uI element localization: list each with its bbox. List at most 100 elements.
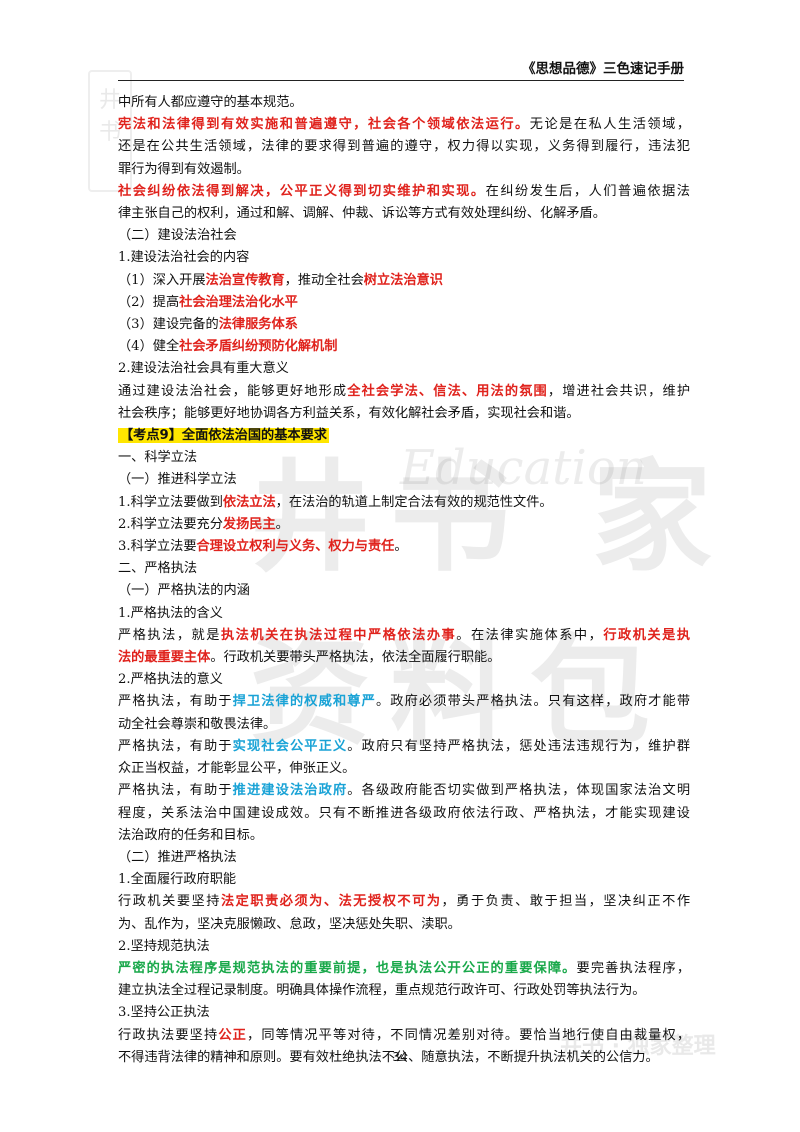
- body-text: 严格执法，就是: [118, 627, 221, 643]
- highlight-text: 发扬民主: [222, 516, 276, 532]
- text-line: 严格执法，就是执法机关在执法过程中严格依法办事。在法律实施体系中，行政机关是执: [118, 625, 690, 647]
- body-text: 中所有人都应遵守的基本规范。: [118, 95, 303, 110]
- text-line: 社会纠纷依法得到解决，公平正义得到切实维护和实现。在纠纷发生后，人们普遍依据法: [118, 181, 690, 203]
- page-header: 《思想品德》三色速记手册: [118, 60, 684, 81]
- highlight-text: 严密的执法程序是规范执法的重要前提，也是执法公开公正的重要保障。: [118, 960, 577, 976]
- text-line: 宪法和法律得到有效实施和普遍遵守，社会各个领域依法运行。无论是在私人生活领域，: [118, 114, 690, 136]
- document-body: 中所有人都应遵守的基本规范。宪法和法律得到有效实施和普遍遵守，社会各个领域依法运…: [118, 92, 690, 1069]
- highlight-text: 行政机关是执: [603, 627, 690, 643]
- body-text: 社会秩序；能够更好地协调各方利益关系，有效化解社会矛盾，实现社会和谐。: [118, 405, 580, 421]
- text-line: 还是在公共生活领域，法律的要求得到普遍的遵守，权力得以实现，义务得到履行，违法犯: [118, 136, 690, 158]
- body-text: 。政府必须带头严格执法。只有这样，政府才能带: [375, 694, 690, 710]
- text-line: 为、乱作为，坚决克服懒政、怠政，坚决惩处失职、渎职。: [118, 914, 690, 936]
- text-line: 【考点9】全面依法治国的基本要求: [118, 425, 690, 447]
- body-text: 不得违背法律的精神和原则。要有效杜绝执法不公、随意执法，不断提升执法机关的公信力…: [118, 1049, 659, 1065]
- highlight-text: 推进建设法治政府: [232, 783, 348, 799]
- body-text: （一）推进科学立法: [118, 472, 237, 488]
- body-text: 无论是在私人生活领域，: [529, 117, 690, 133]
- body-text: 严格执法，有助于: [118, 694, 233, 710]
- highlight-text: 法定职责必须为、法无授权不可为: [220, 894, 442, 910]
- body-text: 1.全面履行政府职能: [118, 872, 237, 888]
- text-line: 行政执法要坚持公正，同等情况平等对待，不同情况差别对待。要恰当地行使自由裁量权，: [118, 1025, 690, 1047]
- text-line: （二）建设法治社会: [118, 225, 690, 247]
- body-text: 在纠纷发生后，人们普遍依据法: [485, 183, 690, 199]
- highlight-text: 公正: [218, 1027, 247, 1043]
- highlight-text: 全社会学法、信法、用法的氛围: [347, 383, 548, 399]
- body-text: （二）推进严格执法: [118, 849, 237, 865]
- text-line: （3）建设完备的法律服务体系: [118, 314, 690, 336]
- body-text: 为、乱作为，坚决克服懒政、怠政，坚决惩处失职、渎职。: [118, 916, 461, 932]
- highlight-text: 执法机关在执法过程中严格依法办事: [220, 627, 457, 643]
- body-text: 众正当权益，才能彰显公平，伸张正义。: [118, 761, 356, 777]
- body-text: 二、严格执法: [118, 561, 198, 577]
- body-text: 。: [275, 516, 289, 532]
- text-line: 行政机关要坚持法定职责必须为、法无授权不可为，勇于负责、敢于担当，坚决纠正不作: [118, 891, 690, 913]
- highlight-text: 社会纠纷依法得到解决，公平正义得到切实维护和实现。: [118, 183, 486, 199]
- body-text: 律主张自己的权利，通过和解、调解、仲裁、诉讼等方式有效处理纠纷、化解矛盾。: [118, 206, 606, 222]
- body-text: ，增进社会共识，维护: [547, 383, 690, 399]
- body-text: 法治政府的任务和目标。: [118, 827, 264, 843]
- body-text: ，勇于负责、敢于担当，坚决纠正不作: [441, 894, 690, 910]
- highlight-text: 依法立法: [222, 494, 276, 510]
- body-text: （2）提高: [118, 294, 180, 310]
- body-text: 。在法律实施体系中，: [456, 627, 604, 643]
- body-text: 2.坚持规范执法: [118, 938, 210, 954]
- text-line: 程度，关系法治中国建设成效。只有不断推进各级政府依法行政、严格执法，才能实现建设: [118, 803, 690, 825]
- text-line: 罪行为得到有效遏制。: [118, 159, 690, 181]
- highlight-text: 法的最重要主体: [118, 650, 211, 666]
- text-line: 2.坚持规范执法: [118, 936, 690, 958]
- logo-watermark-text: 井书: [98, 88, 121, 145]
- text-line: （二）推进严格执法: [118, 847, 690, 869]
- body-text: 行政执法要坚持: [118, 1027, 219, 1043]
- text-line: 法的最重要主体。行政机关要带头严格执法，依法全面履行职能。: [118, 647, 690, 669]
- highlight-text: 法治宣传教育: [205, 272, 285, 288]
- body-text: 。: [394, 539, 408, 555]
- body-text: 建立执法全过程记录制度。明确具体操作流程，重点规范行政许可、行政处罚等执法行为。: [118, 983, 646, 999]
- text-line: （1）深入开展法治宣传教育，推动全社会树立法治意识: [118, 270, 690, 292]
- body-text: 程度，关系法治中国建设成效。只有不断推进各级政府依法行政、严格执法，才能实现建设: [118, 805, 690, 821]
- highlight-text: 宪法和法律得到有效实施和普遍遵守，社会各个领域依法运行。: [118, 117, 530, 133]
- text-line: （2）提高社会治理法治化水平: [118, 292, 690, 314]
- text-line: 严格执法，有助于实现社会公平正义。政府只有坚持严格执法，惩处违法违规行为，维护群: [118, 736, 690, 758]
- text-line: 1.全面履行政府职能: [118, 869, 690, 891]
- text-line: 严密的执法程序是规范执法的重要前提，也是执法公开公正的重要保障。要完善执法程序，: [118, 958, 690, 980]
- text-line: 2.科学立法要充分发扬民主。: [118, 514, 690, 536]
- text-line: 不得违背法律的精神和原则。要有效杜绝执法不公、随意执法，不断提升执法机关的公信力…: [118, 1047, 690, 1069]
- body-text: 2.建设法治社会具有重大意义: [118, 361, 289, 377]
- body-text: 要完善执法程序，: [576, 960, 690, 976]
- text-line: 中所有人都应遵守的基本规范。: [118, 92, 690, 114]
- body-text: 一、科学立法: [118, 450, 198, 466]
- body-text: 动全社会尊崇和敬畏法律。: [118, 716, 277, 732]
- text-line: 通过建设法治社会，能够更好地形成全社会学法、信法、用法的氛围，增进社会共识，维护: [118, 381, 690, 403]
- body-text: 3.坚持公正执法: [118, 1005, 210, 1021]
- body-text: ，推动全社会: [284, 272, 364, 288]
- body-text: ，同等情况平等对待，不同情况差别对待。要恰当地行使自由裁量权，: [246, 1027, 690, 1043]
- body-text: ，在法治的轨道上制定合法有效的规范性文件。: [275, 494, 553, 510]
- body-text: 。行政机关要带头严格执法，依法全面履行职能。: [210, 650, 501, 666]
- body-text: （一）严格执法的内涵: [118, 583, 250, 599]
- text-line: 社会秩序；能够更好地协调各方利益关系，有效化解社会矛盾，实现社会和谐。: [118, 403, 690, 425]
- text-line: 2.建设法治社会具有重大意义: [118, 358, 690, 380]
- text-line: 严格执法，有助于推进建设法治政府。各级政府能否切实做到严格执法，体现国家法治文明: [118, 780, 690, 802]
- logo-watermark: 井书: [88, 70, 132, 192]
- page-number: 34: [392, 1050, 408, 1064]
- text-line: 严格执法，有助于捍卫法律的权威和尊严。政府必须带头严格执法。只有这样，政府才能带: [118, 691, 690, 713]
- text-line: 3.坚持公正执法: [118, 1002, 690, 1024]
- text-line: 1.建设法治社会的内容: [118, 247, 690, 269]
- body-text: 2.严格执法的意义: [118, 672, 223, 688]
- section-heading: 【考点9】全面依法治国的基本要求: [118, 428, 329, 444]
- body-text: 1.建设法治社会的内容: [118, 250, 250, 266]
- text-line: （一）推进科学立法: [118, 469, 690, 491]
- body-text: 1.严格执法的含义: [118, 605, 223, 621]
- body-text: 通过建设法治社会，能够更好地形成: [118, 383, 348, 399]
- body-text: 还是在公共生活领域，法律的要求得到普遍的遵守，权力得以实现，义务得到履行，违法犯: [118, 139, 690, 155]
- text-line: 1.科学立法要做到依法立法，在法治的轨道上制定合法有效的规范性文件。: [118, 492, 690, 514]
- highlight-text: 合理设立权利与义务、权力与责任: [196, 539, 395, 555]
- text-line: 一、科学立法: [118, 447, 690, 469]
- body-text: 行政机关要坚持: [118, 894, 221, 910]
- text-line: 3.科学立法要合理设立权利与义务、权力与责任。: [118, 536, 690, 558]
- text-line: 建立执法全过程记录制度。明确具体操作流程，重点规范行政许可、行政处罚等执法行为。: [118, 980, 690, 1002]
- body-text: （1）深入开展: [118, 272, 206, 288]
- body-text: 2.科学立法要充分: [118, 516, 223, 532]
- body-text: 。各级政府能否切实做到严格执法，体现国家法治文明: [347, 783, 690, 799]
